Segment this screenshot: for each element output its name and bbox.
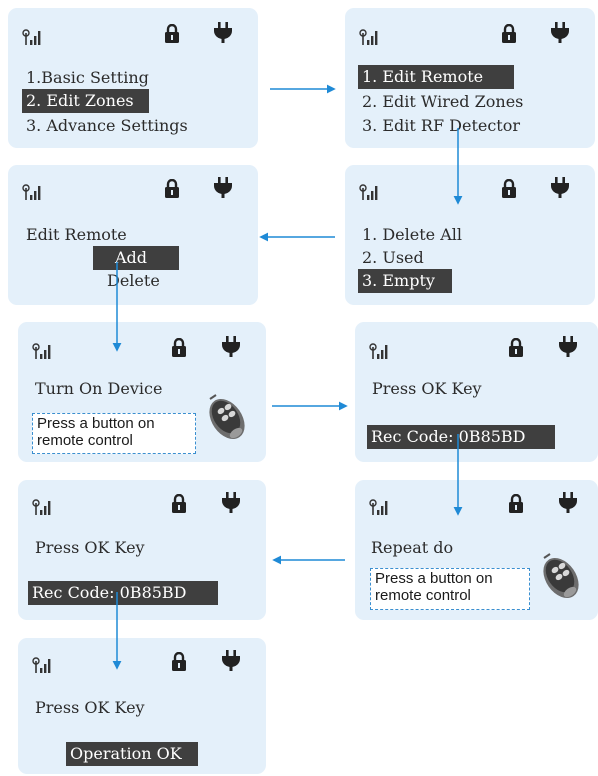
menu-item-edit-wired-zones: 2. Edit Wired Zones [362, 92, 524, 111]
menu-item-advance-settings: 3. Advance Settings [26, 116, 188, 135]
note-line-2: remote control [37, 432, 133, 449]
screen-main-menu: 1.Basic Setting 2. Edit Zones 3. Advance… [8, 8, 258, 148]
note-line-1: Press a button on [375, 570, 493, 587]
option-delete: Delete [107, 271, 160, 290]
screen-title: Edit Remote [26, 225, 127, 244]
screen-title: Press OK Key [35, 698, 145, 717]
screen-press-ok-key-2: Press OK Key Rec Code: 0B85BD [18, 480, 266, 620]
screen-press-ok-key: Press OK Key Rec Code: 0B85BD [355, 322, 598, 462]
screen-title: Repeat do [371, 538, 454, 557]
rec-code-display: Rec Code: 0B85BD [28, 581, 218, 605]
option-add-selected: Add [93, 246, 179, 270]
note-line-2: remote control [375, 587, 471, 604]
screen-operation-ok: Press OK Key Operation OK [18, 638, 266, 774]
note-line-1: Press a button on [37, 415, 155, 432]
menu-item-edit-zones-selected: 2. Edit Zones [22, 89, 149, 113]
menu-item-empty-selected: 3. Empty [358, 269, 452, 293]
operation-result: Operation OK [66, 742, 198, 766]
menu-item-used: 2. Used [362, 248, 424, 267]
instruction-note: Press a button on remote control [32, 413, 196, 454]
screen-edit-zones-menu: 1. Edit Remote 2. Edit Wired Zones 3. Ed… [345, 8, 595, 148]
menu-item-edit-remote-selected: 1. Edit Remote [358, 65, 514, 89]
screen-repeat-do: Repeat do Press a button on remote contr… [355, 480, 598, 620]
screen-title: Press OK Key [35, 538, 145, 557]
screen-title: Turn On Device [35, 379, 163, 398]
screen-edit-remote: Edit Remote Add Delete [8, 165, 258, 305]
menu-item-edit-rf-detector: 3. Edit RF Detector [362, 116, 521, 135]
menu-item-basic-setting: 1.Basic Setting [26, 68, 149, 87]
screen-remote-slots: 1. Delete All 2. Used 3. Empty [345, 165, 595, 305]
instruction-note: Press a button on remote control [370, 568, 530, 610]
screen-turn-on-device: Turn On Device Press a button on remote … [18, 322, 266, 462]
rec-code-display: Rec Code: 0B85BD [367, 425, 555, 449]
menu-item-delete-all: 1. Delete All [362, 225, 463, 244]
screen-title: Press OK Key [372, 379, 482, 398]
